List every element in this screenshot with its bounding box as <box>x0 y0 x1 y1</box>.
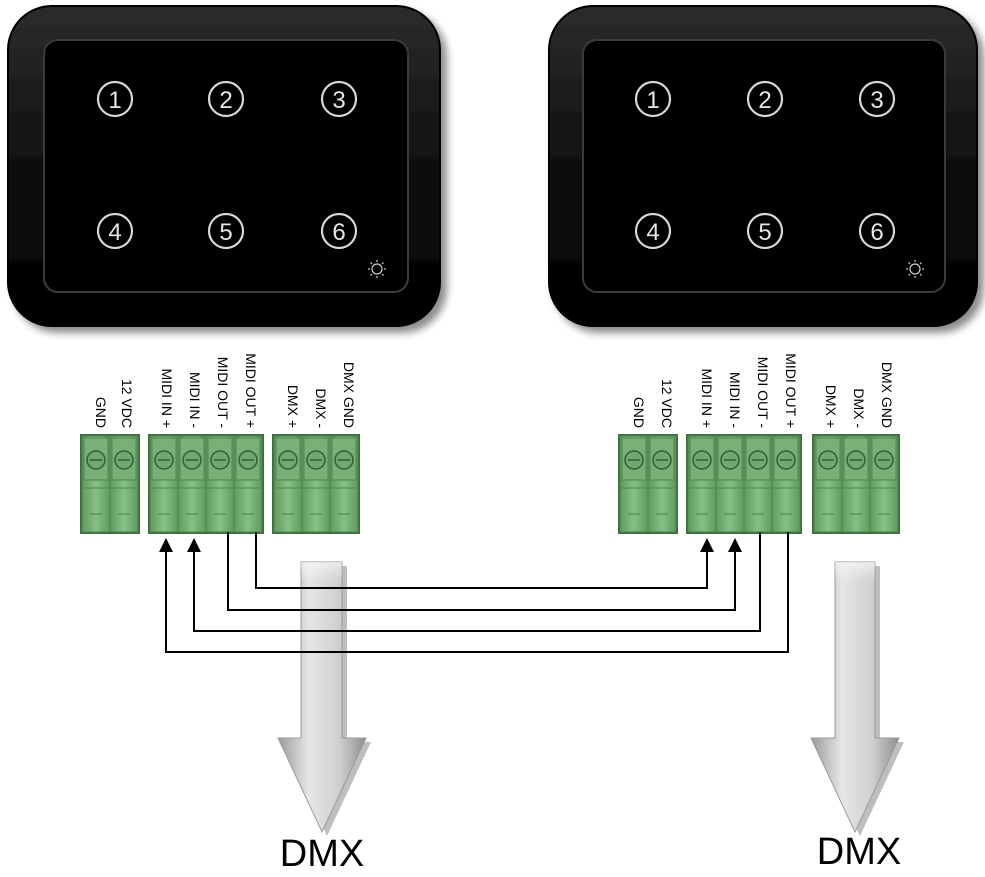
right-terminal-1 <box>647 435 677 533</box>
terminal-label: 12 VDC <box>659 379 675 428</box>
right-terminal-2 <box>687 435 717 533</box>
right-button-6[interactable]: 6 <box>858 212 896 250</box>
right-terminal-7 <box>841 435 871 533</box>
terminal-label: DMX - <box>851 388 867 428</box>
terminal-label: DMX + <box>823 385 839 428</box>
right-button-5[interactable]: 5 <box>746 212 784 250</box>
left-terminal-block <box>80 434 140 534</box>
right-button-3[interactable]: 3 <box>858 80 896 118</box>
left-terminal-5 <box>233 435 263 533</box>
svg-text:6: 6 <box>332 219 345 246</box>
terminal-label: MIDI OUT - <box>755 357 771 429</box>
left-terminal-1 <box>109 435 139 533</box>
right-terminal-block <box>618 434 678 534</box>
left-terminal-4 <box>205 435 235 533</box>
left-button-6[interactable]: 6 <box>320 212 358 250</box>
right-dmx-label: DMX <box>817 831 901 872</box>
svg-text:2: 2 <box>219 87 232 114</box>
svg-text:5: 5 <box>758 219 771 246</box>
right-terminal-block <box>686 434 802 534</box>
left-terminal-3 <box>177 435 207 533</box>
left-terminal-labels: GND 12 VDC MIDI IN + MIDI IN - MIDI OUT … <box>93 353 357 428</box>
svg-text:3: 3 <box>332 87 345 114</box>
wire-left-midi-out-minus-to-right-midi-in-minus <box>227 532 742 611</box>
svg-text:4: 4 <box>108 219 121 246</box>
left-sun-led-icon <box>368 260 386 278</box>
terminal-label: DMX + <box>285 385 301 428</box>
right-terminal-6 <box>813 435 843 533</box>
right-terminal-4 <box>743 435 773 533</box>
right-terminal-5 <box>771 435 801 533</box>
terminal-label: MIDI IN - <box>727 372 743 428</box>
left-terminal-2 <box>149 435 179 533</box>
left-terminal-block <box>272 434 360 534</box>
terminal-label: MIDI IN + <box>159 368 175 428</box>
terminal-label: MIDI OUT + <box>243 353 259 428</box>
svg-text:4: 4 <box>646 219 659 246</box>
svg-text:3: 3 <box>870 87 883 114</box>
svg-text:5: 5 <box>219 219 232 246</box>
right-dmx-output-arrow <box>810 561 904 836</box>
right-button-4[interactable]: 4 <box>634 212 672 250</box>
left-terminal-8 <box>329 435 359 533</box>
wire-right-midi-out-minus-to-left-midi-in-minus <box>187 532 761 632</box>
right-button-1[interactable]: 1 <box>634 80 672 118</box>
right-panel-face <box>582 39 946 293</box>
left-terminal-6 <box>273 435 303 533</box>
terminal-label: MIDI IN - <box>187 372 203 428</box>
right-terminal-8 <box>869 435 899 533</box>
right-panel-buttons: 1 2 3 4 5 6 <box>634 80 896 250</box>
left-button-3[interactable]: 3 <box>320 80 358 118</box>
wire-right-midi-out-plus-to-left-midi-in-plus <box>159 532 789 653</box>
svg-text:1: 1 <box>108 87 121 114</box>
right-panel <box>548 5 978 327</box>
midi-wiring <box>159 532 789 653</box>
terminal-label: MIDI OUT - <box>215 357 231 429</box>
right-terminal-block <box>812 434 900 534</box>
svg-text:6: 6 <box>870 219 883 246</box>
wire-left-midi-out-plus-to-right-midi-in-plus <box>255 532 714 589</box>
svg-text:2: 2 <box>758 87 771 114</box>
left-panel-buttons: 1 2 3 4 5 6 <box>96 80 358 250</box>
terminal-label: DMX - <box>313 388 329 428</box>
terminal-label: DMX GND <box>341 362 357 428</box>
terminal-label: GND <box>631 397 647 428</box>
terminal-blocks <box>80 434 900 534</box>
left-button-2[interactable]: 2 <box>207 80 245 118</box>
left-button-4[interactable]: 4 <box>96 212 134 250</box>
left-terminal-block <box>148 434 264 534</box>
right-button-2[interactable]: 2 <box>746 80 784 118</box>
right-terminal-3 <box>715 435 745 533</box>
left-dmx-output-arrow <box>277 561 371 836</box>
right-sun-led-icon <box>906 260 924 278</box>
svg-text:1: 1 <box>646 87 659 114</box>
terminal-label: 12 VDC <box>119 379 135 428</box>
left-panel-face <box>43 39 409 293</box>
left-button-1[interactable]: 1 <box>96 80 134 118</box>
terminal-label: GND <box>93 397 109 428</box>
terminal-label: MIDI OUT + <box>783 353 799 428</box>
left-dmx-label: DMX <box>280 833 364 872</box>
right-terminal-0 <box>619 435 649 533</box>
terminal-label: DMX GND <box>879 362 895 428</box>
left-panel <box>7 5 441 327</box>
left-terminal-7 <box>301 435 331 533</box>
left-terminal-0 <box>81 435 111 533</box>
left-button-5[interactable]: 5 <box>207 212 245 250</box>
right-terminal-labels: GND 12 VDC MIDI IN + MIDI IN - MIDI OUT … <box>631 353 895 428</box>
terminal-label: MIDI IN + <box>699 368 715 428</box>
